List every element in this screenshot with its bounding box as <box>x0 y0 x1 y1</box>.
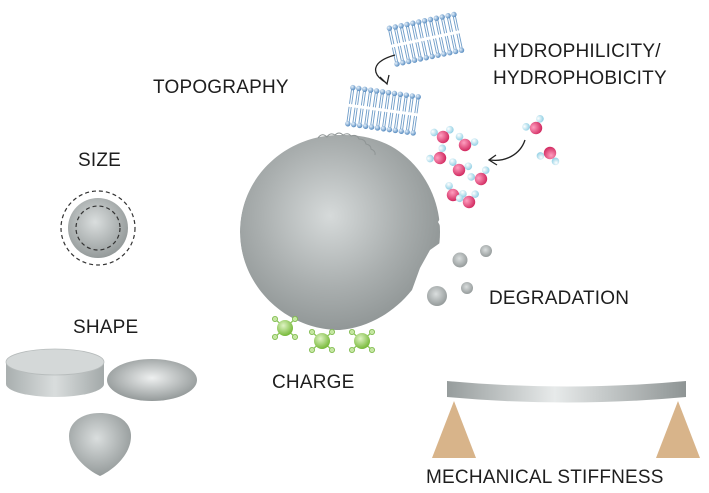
support-right <box>656 401 700 458</box>
label-charge: CHARGE <box>272 372 355 393</box>
cylinder-shape-icon <box>5 348 105 397</box>
ellipsoid-shape-icon <box>107 359 197 401</box>
nanoparticle-core <box>240 132 440 330</box>
label-size: SIZE <box>78 150 121 171</box>
arrow-bilayer-icon <box>375 54 396 86</box>
arrow-water-icon <box>487 139 526 166</box>
lipid-bilayer-on-particle <box>344 84 422 137</box>
support-left <box>432 401 476 458</box>
label-mechanical-stiffness: MECHANICAL STIFFNESS <box>426 467 664 488</box>
water-cluster-on-particle <box>423 124 496 212</box>
droplet-shape-icon <box>69 413 131 476</box>
label-topography: TOPOGRAPHY <box>153 77 289 98</box>
degradation-fragments <box>427 245 492 306</box>
lipid-bilayer-icon <box>385 10 466 68</box>
size-particle <box>60 190 136 266</box>
water-molecule-icon <box>520 112 564 167</box>
label-hydrophilicity: HYDROPHILICITY/ <box>493 41 661 62</box>
label-hydrophobicity: HYDROPHOBICITY <box>493 68 667 89</box>
label-degradation: DEGRADATION <box>489 288 629 309</box>
stiffness-beam <box>447 381 686 403</box>
label-shape: SHAPE <box>73 317 138 338</box>
